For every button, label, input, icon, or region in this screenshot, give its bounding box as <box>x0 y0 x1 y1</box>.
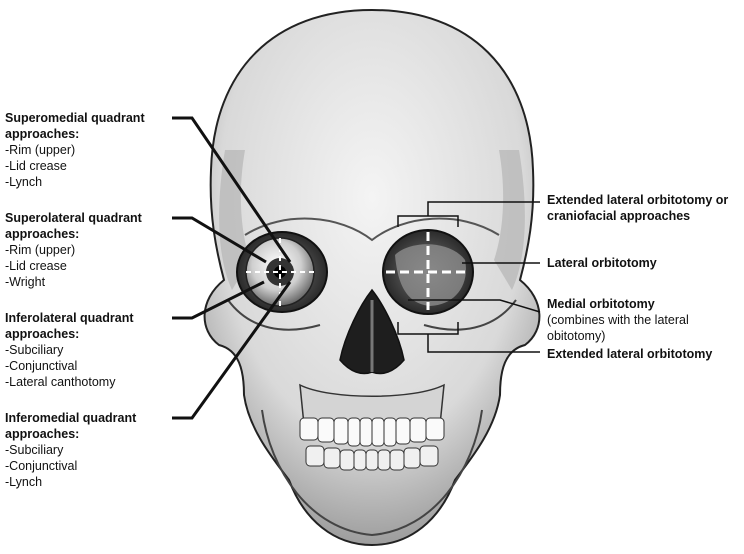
label-extended-lateral-text: Extended lateral orbitotomy <box>547 347 713 361</box>
upper-teeth <box>299 417 445 447</box>
mandible <box>261 409 483 537</box>
label-extended-lateral: Extended lateral orbitotomy <box>547 346 742 362</box>
leader-extended-lateral <box>427 334 540 353</box>
zygoma-right <box>423 299 517 331</box>
label-inferolateral-title: Inferolateral quadrant approaches: <box>5 311 134 341</box>
label-superolateral: Superolateral quadrant approaches: -Rim … <box>5 210 175 290</box>
label-superomedial-item: -Rim (upper) <box>5 143 76 157</box>
label-superolateral-item: -Wright <box>5 275 46 289</box>
label-extended-craniofacial-text: Extended lateral orbitotomy or craniofac… <box>547 193 729 223</box>
leader-superomedial <box>172 116 292 263</box>
label-superomedial: Superomedial quadrant approaches: -Rim (… <box>5 110 175 190</box>
label-superomedial-title: Superomedial quadrant approaches: <box>5 111 145 141</box>
left-leader-lines <box>172 116 292 420</box>
label-extended-craniofacial: Extended lateral orbitotomy or craniofac… <box>547 192 739 224</box>
label-medial-orbitotomy: Medial orbitotomy (combines with the lat… <box>547 296 739 344</box>
label-superolateral-item: -Lid crease <box>5 259 67 273</box>
leader-inferomedial <box>172 281 292 420</box>
leader-inferolateral <box>172 280 265 320</box>
label-superolateral-title: Superolateral quadrant approaches: <box>5 211 142 241</box>
right-leader-lines <box>397 201 541 353</box>
label-superomedial-item: -Lid crease <box>5 159 67 173</box>
label-inferolateral-item: -Subciliary <box>5 343 64 357</box>
leader-medial <box>408 299 541 313</box>
label-inferolateral-item: -Lateral canthotomy <box>5 375 116 389</box>
label-lateral-orbitotomy-text: Lateral orbitotomy <box>547 256 657 270</box>
orbitotomy-crosshair <box>386 232 470 310</box>
cranium <box>203 8 541 547</box>
label-inferolateral-item: -Conjunctival <box>5 359 78 373</box>
orbit-inner-wall <box>395 244 466 306</box>
label-inferomedial-item: -Conjunctival <box>5 459 78 473</box>
label-superolateral-item: -Rim (upper) <box>5 243 76 257</box>
label-inferomedial-item: -Subciliary <box>5 443 64 457</box>
label-medial-orbitotomy-title: Medial orbitotomy <box>547 297 655 311</box>
pupil <box>274 266 286 278</box>
label-medial-orbitotomy-note: (combines with the lateral obitotomy) <box>547 313 689 343</box>
lower-teeth <box>305 445 439 471</box>
leader-extended-craniofacial <box>427 201 540 216</box>
label-inferomedial-item: -Lynch <box>5 475 43 489</box>
zygoma-left <box>227 299 321 331</box>
leader-superolateral <box>172 216 267 264</box>
label-inferomedial: Inferomedial quadrant approaches: -Subci… <box>5 410 175 490</box>
label-superomedial-item: -Lynch <box>5 175 43 189</box>
label-inferolateral: Inferolateral quadrant approaches: -Subc… <box>5 310 175 390</box>
temporal-shadow-right <box>494 150 525 290</box>
brow-ridge <box>244 217 500 242</box>
label-inferomedial-title: Inferomedial quadrant approaches: <box>5 411 137 441</box>
label-lateral-orbitotomy: Lateral orbitotomy <box>547 255 739 271</box>
